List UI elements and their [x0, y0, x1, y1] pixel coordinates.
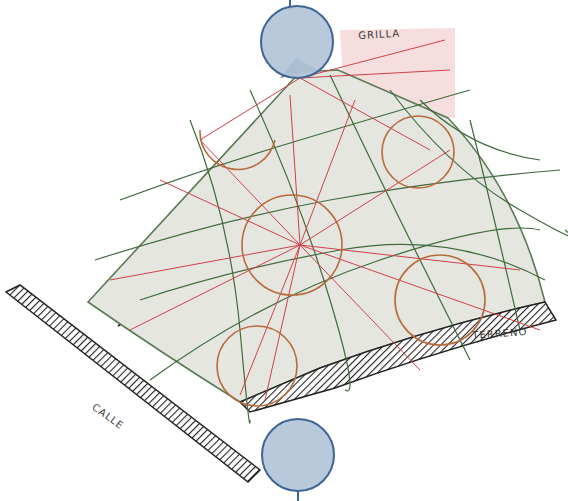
sketch-label: GRILLA — [356, 28, 402, 42]
blue-marker — [262, 419, 334, 491]
axis-lines — [110, 40, 540, 400]
contour-lines — [95, 75, 568, 423]
blue-marker — [261, 6, 333, 78]
plot-outline — [88, 70, 545, 402]
node-circles — [200, 116, 485, 406]
sketch-label: CALLE — [88, 400, 128, 433]
